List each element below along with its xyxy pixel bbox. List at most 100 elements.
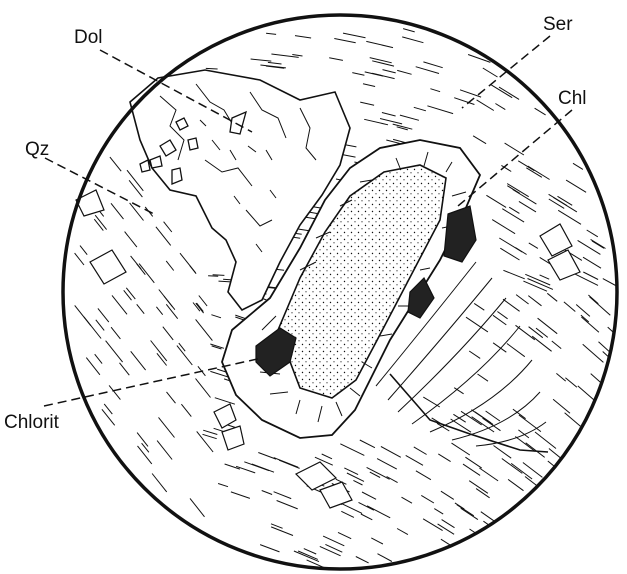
foliation-stroke: [156, 307, 162, 315]
foliation-stroke: [479, 468, 498, 481]
foliation-stroke: [353, 480, 362, 485]
foliation-stroke: [190, 498, 205, 516]
foliation-stroke: [381, 447, 401, 458]
foliation-stroke: [360, 102, 374, 105]
foliation-stroke: [320, 546, 341, 555]
foliation-stroke: [157, 441, 172, 460]
foliation-stroke: [442, 520, 455, 528]
foliation-stroke: [478, 374, 489, 381]
foliation-stroke: [75, 253, 84, 265]
foliation-stroke: [535, 108, 546, 115]
foliation-stroke: [465, 457, 481, 468]
foliation-stroke: [294, 551, 319, 562]
foliation-stroke: [460, 90, 481, 97]
foliation-stroke: [566, 180, 586, 192]
foliation-stroke: [266, 33, 276, 34]
foliation-stroke: [338, 532, 351, 538]
foliation-stroke: [361, 514, 372, 520]
foliation-stroke: [532, 336, 551, 351]
foliation-stroke: [416, 67, 439, 74]
foliation-stroke: [218, 484, 228, 487]
foliation-stroke: [434, 509, 443, 514]
foliation-stroke: [549, 199, 564, 208]
foliation-stroke: [111, 327, 120, 339]
foliation-stroke: [196, 319, 213, 340]
foliation-stroke: [102, 409, 115, 425]
foliation-stroke: [500, 248, 519, 260]
foliation-stroke: [138, 446, 152, 464]
foliation-stroke: [427, 106, 453, 114]
foliation-stroke: [380, 119, 402, 124]
foliation-stroke: [86, 358, 100, 375]
foliation-stroke: [181, 404, 191, 416]
foliation-stroke: [491, 85, 512, 98]
foliation-stroke: [104, 404, 112, 414]
foliation-stroke: [166, 261, 174, 271]
foliation-stroke: [483, 68, 498, 77]
chlorite-label: Chl: [558, 89, 587, 108]
foliation-stroke: [592, 241, 604, 248]
foliation-stroke: [372, 61, 394, 66]
foliation-stroke: [215, 398, 235, 405]
foliation-stroke: [502, 209, 524, 222]
foliation-stroke: [441, 491, 454, 499]
foliation-stroke: [363, 84, 375, 87]
foliation-stroke: [94, 219, 103, 230]
foliation-stroke: [474, 303, 484, 310]
foliation-stroke: [403, 29, 415, 32]
foliation-stroke: [469, 481, 488, 494]
foliation-stroke: [203, 430, 217, 434]
foliation-stroke: [109, 385, 120, 399]
foliation-stroke: [591, 239, 606, 248]
foliation-stroke: [581, 315, 589, 322]
foliation-stroke: [131, 351, 146, 370]
foliation-stroke: [251, 59, 272, 61]
foliation-stroke: [344, 468, 358, 475]
foliation-stroke: [197, 431, 213, 452]
foliation-stroke: [574, 274, 598, 286]
foliation-stroke: [366, 41, 393, 47]
foliation-stroke: [508, 479, 523, 490]
foliation-stroke: [213, 275, 225, 276]
foliation-stroke: [304, 549, 316, 554]
foliation-stroke: [529, 243, 538, 249]
foliation-stroke: [180, 253, 196, 273]
foliation-stroke: [382, 113, 396, 117]
foliation-stroke: [387, 477, 398, 483]
foliation-stroke: [509, 207, 519, 213]
foliation-stroke: [503, 270, 524, 279]
foliation-stroke: [268, 62, 282, 64]
foliation-stroke: [494, 446, 512, 459]
foliation-stroke: [421, 495, 434, 503]
foliation-stroke: [383, 70, 396, 73]
foliation-stroke: [129, 180, 142, 197]
foliation-stroke: [473, 136, 486, 144]
foliation-stroke: [564, 302, 575, 312]
foliation-stroke: [515, 248, 526, 255]
foliation-stroke: [573, 163, 583, 169]
foliation-stroke: [578, 240, 601, 254]
foliation-stroke: [469, 351, 480, 358]
foliation-stroke: [565, 378, 577, 388]
foliation-stroke: [298, 551, 318, 559]
foliation-stroke: [367, 467, 390, 479]
foliation-stroke: [125, 232, 137, 248]
foliation-stroke: [360, 440, 375, 448]
foliation-stroke: [583, 257, 601, 268]
foliation-stroke: [156, 227, 171, 246]
foliation-stroke: [364, 119, 388, 125]
foliation-stroke: [588, 295, 598, 304]
foliation-stroke: [528, 166, 550, 179]
foliation-stroke: [260, 545, 279, 552]
foliation-stroke: [110, 157, 121, 171]
foliation-stroke: [124, 290, 132, 300]
foliation-stroke: [556, 373, 565, 381]
foliation-stroke: [495, 104, 505, 110]
foliation-stroke: [274, 492, 292, 499]
foliation-stroke: [365, 72, 384, 76]
foliation-stroke: [461, 411, 482, 425]
foliation-stroke: [402, 37, 423, 43]
foliation-stroke: [206, 68, 218, 69]
foliation-stroke: [492, 220, 515, 234]
